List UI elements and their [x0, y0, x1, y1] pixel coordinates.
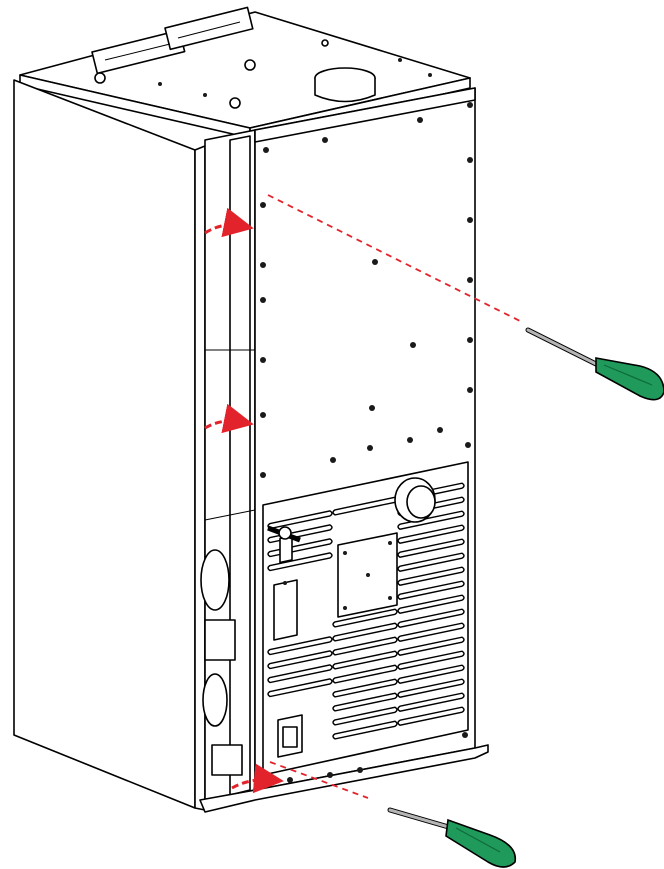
louver-slot: [332, 706, 398, 726]
louver-slot: [397, 608, 465, 628]
louver-slot: [397, 622, 465, 642]
louver-slot: [332, 664, 398, 684]
louver-slot: [267, 678, 333, 698]
removal-arrows: [204, 207, 284, 794]
power-socket: [273, 535, 298, 641]
removal-arrow-icon: [231, 763, 284, 794]
flue-outlet: [394, 477, 436, 523]
louver-slot: [397, 706, 465, 726]
panel-screw-holes: [260, 102, 473, 478]
louver-slot: [267, 552, 333, 572]
screw-paths: [267, 194, 523, 799]
louver-slot: [397, 692, 465, 712]
louver-slot: [397, 580, 465, 600]
base: [199, 732, 489, 813]
louver-slot: [267, 510, 333, 530]
louver-slot: [332, 608, 398, 628]
fuse-switch: [277, 714, 303, 758]
removal-arrow-icon: [204, 403, 254, 434]
louver-slot: [267, 650, 333, 670]
louver-slot: [397, 566, 465, 586]
louver-slot: [397, 650, 465, 670]
louver-slot: [397, 538, 465, 558]
louver-slot: [332, 720, 398, 740]
mounting-plate: [337, 532, 398, 618]
screwdriver-icon: [387, 807, 517, 868]
screw-path-dashed-line: [267, 194, 523, 323]
inner-frame: [200, 129, 256, 801]
louver-slot: [397, 636, 465, 656]
louver-slot: [332, 650, 398, 670]
left-side-panel: [13, 79, 206, 811]
louver-slot: [267, 664, 333, 684]
sensor-fitting: [267, 525, 301, 543]
louver-slot: [397, 524, 465, 544]
louver-slot: [397, 510, 465, 530]
louver-slot: [397, 678, 465, 698]
louver-slot: [267, 636, 333, 656]
louver-slot: [332, 692, 398, 712]
louver-slot: [332, 636, 398, 656]
louver-slot: [332, 622, 398, 642]
screwdriver-icon: [525, 327, 664, 401]
louver-slot: [397, 594, 465, 614]
louver-slot: [397, 552, 465, 572]
louver-slot: [397, 664, 465, 684]
louver-slot: [332, 678, 398, 698]
removal-arrow-icon: [204, 207, 254, 238]
